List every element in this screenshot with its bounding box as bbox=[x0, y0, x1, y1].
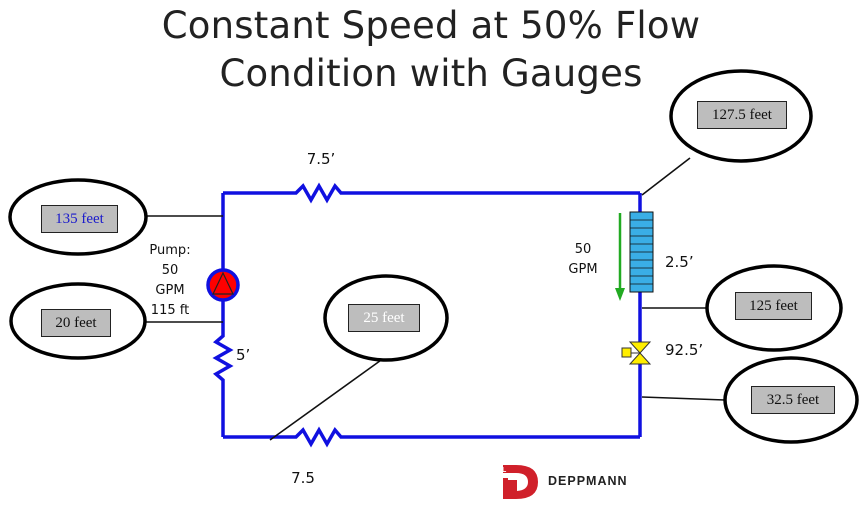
pipe-loop bbox=[212, 182, 642, 448]
gauge-pump-suction-value: 20 feet bbox=[41, 309, 111, 337]
bottom-pipe bbox=[223, 426, 640, 448]
coil-icon bbox=[629, 211, 654, 293]
deppmann-logo-mark bbox=[503, 465, 538, 499]
flow-rate-label: 50 GPM bbox=[558, 240, 608, 280]
control-valve-icon bbox=[621, 341, 652, 365]
pump-icon bbox=[206, 268, 240, 302]
flow-direction-arrow bbox=[615, 213, 625, 301]
gauge-leader-lines bbox=[145, 157, 726, 441]
pump-side-pipe-loss-label: 5’ bbox=[236, 346, 251, 364]
gauge-pump-discharge-value: 135 feet bbox=[41, 205, 118, 233]
gauge-coil-outlet-value: 125 feet bbox=[735, 292, 812, 320]
gauge-coil-inlet-value: 127.5 feet bbox=[697, 101, 787, 129]
pump-label: Pump: 50 GPM 115 ft bbox=[142, 241, 198, 321]
valve-loss-label: 92.5’ bbox=[665, 341, 704, 359]
top-pipe-loss-label: 7.5’ bbox=[306, 150, 336, 168]
diagram-title-line-2: Condition with Gauges bbox=[219, 52, 643, 95]
flow-rate-value: 50 bbox=[574, 242, 592, 257]
gauge-bottom-pipe-value: 25 feet bbox=[348, 304, 420, 332]
diagram-title-line-1: Constant Speed at 50% Flow bbox=[161, 4, 701, 47]
pump-label-line-4: 115 ft bbox=[150, 303, 190, 318]
deppmann-logo-text: DEPPMANN bbox=[548, 474, 628, 488]
pump-label-line-2: 50 bbox=[161, 263, 179, 278]
pump-label-line-3: GPM bbox=[155, 283, 185, 298]
left-pipe-lower bbox=[212, 300, 234, 437]
gauge-valve-outlet-value: 32.5 feet bbox=[751, 386, 835, 414]
top-pipe bbox=[223, 182, 640, 204]
bottom-pipe-loss-label: 7.5 bbox=[291, 469, 315, 487]
logo-mark-text: RL bbox=[497, 467, 507, 474]
coil-loss-label: 2.5’ bbox=[665, 253, 694, 271]
pump-label-line-1: Pump: bbox=[149, 243, 191, 258]
flow-rate-unit: GPM bbox=[568, 262, 598, 277]
